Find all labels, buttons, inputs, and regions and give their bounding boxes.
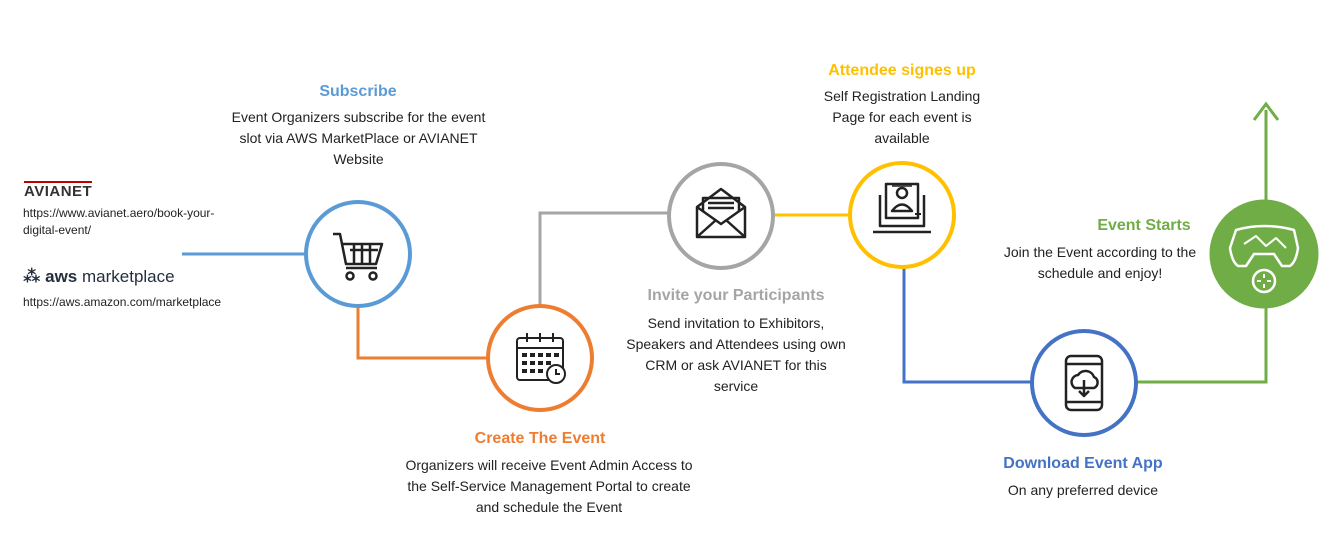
arrow-head-icon (1252, 101, 1280, 121)
avianet-logo: AVIANET (24, 181, 93, 200)
connector-attendee-to-download (902, 268, 1031, 384)
subscribe-step-circle (304, 200, 412, 308)
aws-logo-marketplace-text: marketplace (82, 267, 175, 286)
monitor-user-icon (873, 182, 931, 234)
create-title: Create The Event (474, 430, 606, 447)
aws-marketplace-logo: ⁂ aws marketplace (23, 267, 175, 287)
phone-download-icon (1064, 354, 1104, 412)
aws-logo-aws-text: aws (45, 267, 78, 286)
create-description: Organizers will receive Event Admin Acce… (405, 457, 693, 515)
calendar-icon (516, 333, 566, 384)
event-starts-description: Join the Event according to the schedule… (1003, 244, 1197, 281)
invite-title: Invite your Participants (647, 287, 825, 304)
invite-step-circle (667, 162, 775, 270)
invite-description: Send invitation to Exhibitors, Speakers … (626, 315, 846, 394)
aws-url[interactable]: https://aws.amazon.com/marketplace (23, 295, 222, 309)
avianet-logo-text: AVIANET (24, 181, 93, 200)
envelope-icon (695, 187, 747, 239)
attendee-title: Attendee signes up (828, 62, 976, 79)
vr-headset-icon (1228, 224, 1300, 294)
download-title: Download Event App (1003, 455, 1163, 472)
attendee-description: Self Registration Landing Page for each … (823, 88, 981, 146)
subscribe-description: Event Organizers subscribe for the event… (231, 109, 486, 167)
create-step-circle (486, 304, 594, 412)
aws-logo-icon: ⁂ (23, 267, 41, 286)
event-starts-title: Event Starts (1097, 217, 1191, 234)
connector-create-to-invite (538, 211, 668, 305)
download-description: On any preferred device (1007, 482, 1159, 498)
avianet-url[interactable]: https://www.avianet.aero/book-your-digit… (23, 206, 215, 237)
connector-subscribe-to-create (356, 305, 487, 360)
subscribe-title: Subscribe (319, 83, 397, 100)
shopping-cart-icon (333, 232, 384, 281)
